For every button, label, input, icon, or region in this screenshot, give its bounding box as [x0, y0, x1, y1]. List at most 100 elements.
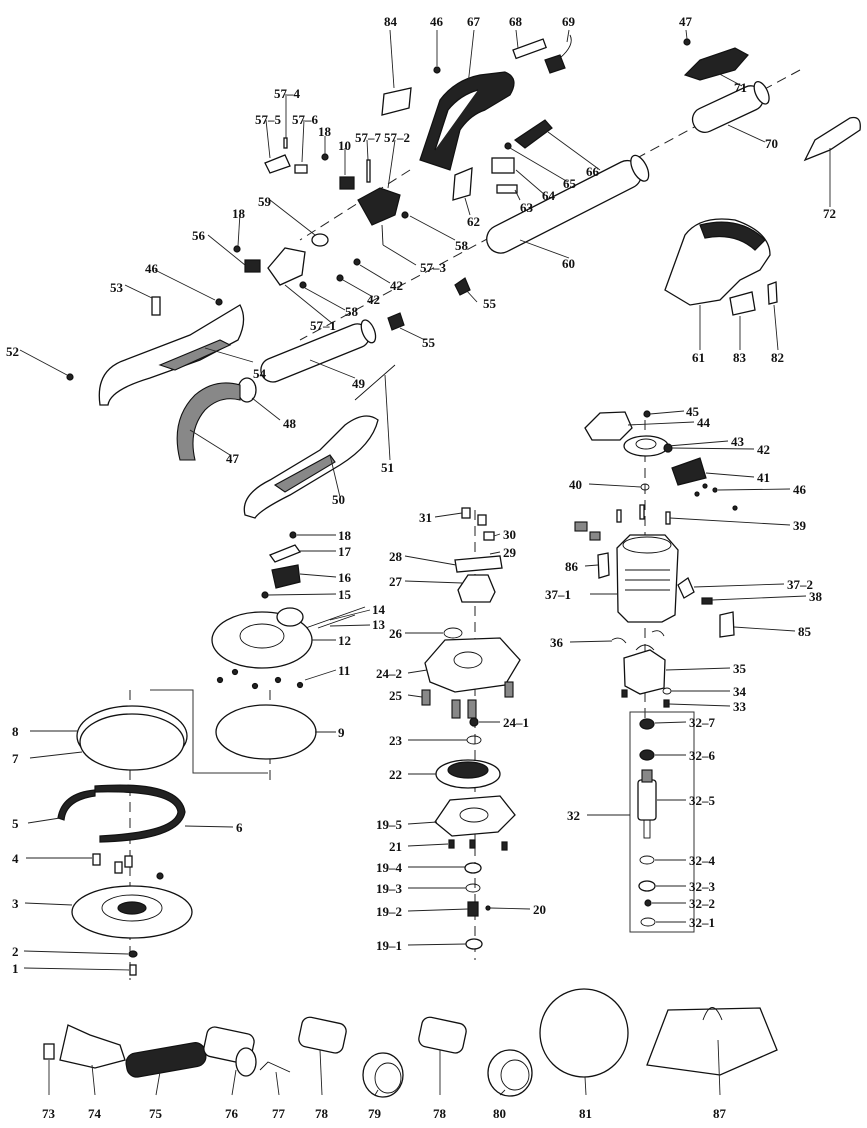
part-87-bag [646, 1007, 778, 1076]
label-42-b: 42 [367, 292, 380, 307]
label-58-a: 58 [455, 238, 469, 253]
label-39: 39 [793, 518, 807, 533]
part-8-7-brush-rings [76, 705, 188, 771]
label-32: 32 [567, 808, 580, 823]
part-75-hose [125, 1042, 207, 1078]
part-23-ring [466, 735, 482, 745]
label-50: 50 [332, 492, 345, 507]
label-34: 34 [733, 684, 747, 699]
label-57-3: 57–3 [420, 260, 447, 275]
label-65: 65 [563, 176, 577, 191]
label-29: 29 [503, 545, 517, 560]
label-21: 21 [389, 839, 402, 854]
leader-lines [19, 29, 831, 1096]
label-47: 47 [226, 451, 240, 466]
part-57-5-bracket [264, 154, 291, 174]
part-shapes [43, 34, 861, 1098]
label-59: 59 [258, 194, 272, 209]
label-84: 84 [384, 14, 398, 29]
label-80: 80 [493, 1106, 506, 1121]
part-22-fan [435, 759, 501, 789]
part-28-shaft [454, 555, 503, 573]
part-81-disc [539, 988, 629, 1078]
label-35: 35 [733, 661, 747, 676]
label-10: 10 [338, 138, 351, 153]
label-70: 70 [765, 136, 778, 151]
label-33: 33 [733, 699, 747, 714]
part-57-7-pin [366, 159, 371, 183]
label-5: 5 [12, 816, 19, 831]
part-77-hex-key [259, 1061, 291, 1073]
label-82: 82 [771, 350, 784, 365]
label-37-1: 37–1 [545, 587, 571, 602]
label-19-1: 19–1 [376, 938, 402, 953]
part-46-screw [433, 66, 441, 74]
part-54-handle-half [98, 304, 245, 406]
part-49-tube [260, 319, 377, 383]
part-43-gear [623, 435, 669, 457]
label-81: 81 [579, 1106, 592, 1121]
part-68-pin [512, 38, 547, 60]
part-66-switch [513, 119, 553, 149]
part-62-plate [452, 166, 473, 201]
label-30: 30 [503, 527, 516, 542]
label-23: 23 [389, 733, 403, 748]
label-9: 9 [338, 725, 345, 740]
part-82-label [767, 281, 778, 305]
label-46-left: 46 [145, 261, 159, 276]
label-46-top: 46 [430, 14, 444, 29]
part-26-o-ring [443, 627, 463, 639]
part-79-coupling [362, 1052, 404, 1098]
label-15: 15 [338, 587, 352, 602]
part-69-power-plug [544, 54, 566, 74]
part-37-2-plug [677, 577, 695, 599]
label-19-5: 19–5 [376, 817, 403, 832]
label-11: 11 [338, 663, 350, 678]
assembly-axis-lines [129, 69, 801, 980]
label-31: 31 [419, 510, 432, 525]
label-76: 76 [225, 1106, 239, 1121]
part-85-label [719, 611, 735, 638]
label-16: 16 [338, 570, 352, 585]
part-12-dust-shroud [211, 607, 313, 669]
part-24-2-gear-housing [424, 637, 521, 693]
label-4: 4 [12, 851, 19, 866]
label-40: 40 [569, 477, 582, 492]
label-57-2: 57–2 [384, 130, 410, 145]
label-7: 7 [12, 751, 19, 766]
label-57-7: 57–7 [355, 130, 382, 145]
label-18-low: 18 [338, 528, 352, 543]
part-41-switch [671, 457, 707, 486]
label-85: 85 [798, 624, 812, 639]
label-19-4: 19–4 [376, 860, 403, 875]
label-13: 13 [372, 617, 386, 632]
label-75: 75 [149, 1106, 163, 1121]
part-44-45-cover [584, 411, 633, 441]
part-71-handle [683, 47, 749, 81]
part-37-1-motor-housing [616, 534, 679, 623]
label-17: 17 [338, 544, 352, 559]
part-35-stator [623, 644, 666, 695]
label-68: 68 [509, 14, 523, 29]
label-28: 28 [389, 549, 403, 564]
label-57-4: 57–4 [274, 86, 301, 101]
label-73: 73 [42, 1106, 56, 1121]
label-32-5: 32–5 [689, 793, 716, 808]
label-24-1: 24–1 [503, 715, 529, 730]
part-60-main-tube [486, 154, 650, 254]
label-77: 77 [272, 1106, 286, 1121]
label-45: 45 [686, 404, 700, 419]
label-87: 87 [713, 1106, 727, 1121]
part-57-6-block [294, 164, 308, 174]
label-37-2: 37–2 [787, 577, 813, 592]
part-9-ring [215, 704, 317, 760]
label-24-2: 24–2 [376, 666, 402, 681]
part-78-coupling-a [298, 1016, 347, 1054]
part-78-coupling-b [418, 1016, 467, 1054]
label-32-6: 32–6 [689, 748, 716, 763]
label-3: 3 [12, 896, 19, 911]
part-84-plate [381, 87, 412, 116]
label-1: 1 [12, 961, 19, 976]
label-25: 25 [389, 688, 403, 703]
